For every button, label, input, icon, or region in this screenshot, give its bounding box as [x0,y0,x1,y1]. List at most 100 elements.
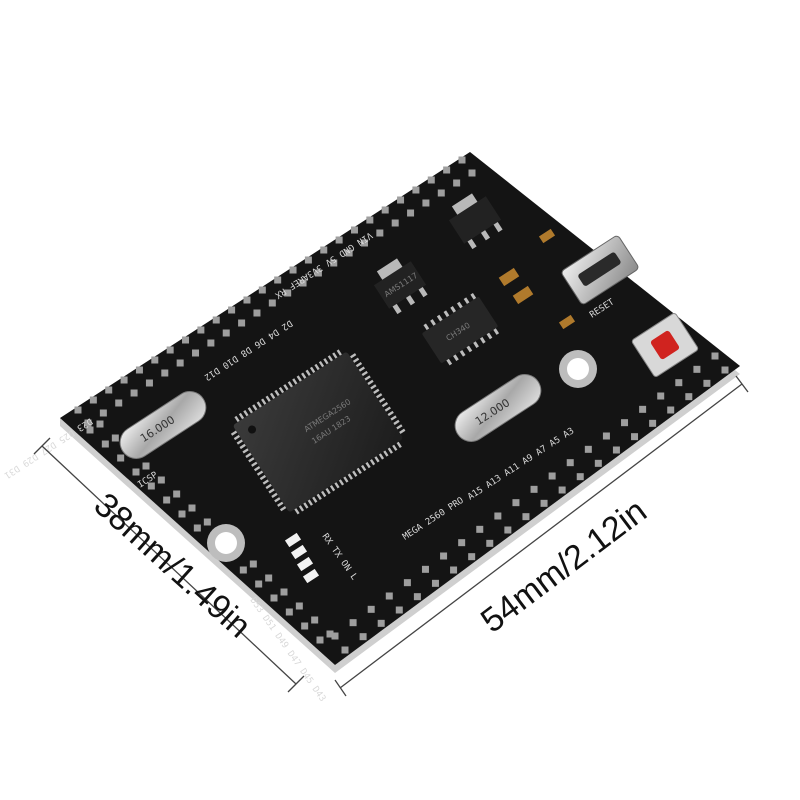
header-pad [320,246,328,254]
header-pad [316,636,324,644]
usb-serial-chip: CH340 [422,292,500,366]
mcu-pin [265,395,271,402]
header-pad [147,482,155,490]
mcu-pin [262,479,269,485]
header-pad [117,454,125,462]
header-pad [657,392,665,400]
mcu-pin [274,497,281,503]
header-pad [540,499,548,507]
header-pad [703,379,711,387]
usb-chip-pin [453,354,459,362]
microcontroller-chip: ATMEGA2560 16AU 1823 [230,349,406,515]
mcu-pin [356,467,362,474]
header-pad [367,605,375,613]
mcu-pin [399,428,406,434]
height-dimension [33,437,305,693]
header-pad [403,579,411,587]
mcu-pin [279,506,287,512]
header-pad [685,393,693,401]
mcu-pin [365,461,371,469]
header-pad [345,249,353,257]
mcu-pin [352,470,358,477]
usb-chip-pin [479,336,486,344]
usb-chip-pin [450,306,457,313]
mcu-pin [298,505,305,512]
header-pad [458,539,466,547]
mcu-pin [349,353,357,359]
header-pad [548,472,556,480]
usb-chip-pin [473,341,479,348]
header-pad [413,593,421,601]
header-pad [431,579,439,587]
header-pad [212,316,220,324]
header-pad [621,419,629,427]
mcu-pin [334,482,340,489]
header-pad [421,565,429,573]
header-pad [350,226,358,234]
mcu-pin [294,508,300,515]
header-pad [468,169,476,177]
header-pad [349,619,357,627]
header-pad [304,256,312,264]
header-pad [84,419,92,427]
mcu-pin [332,352,338,359]
mcu-pin [323,358,329,365]
mcu-pin [251,461,258,467]
header-pad [101,440,109,448]
mcu-pin [312,496,318,503]
header-pad [243,296,251,304]
header-pad [443,166,451,174]
mcu-pin [378,397,386,403]
mcu-pin [303,502,309,509]
header-pad [280,588,288,596]
mcu-pin [261,398,267,405]
mcu-pin [314,363,320,371]
header-pad [182,336,190,344]
mcu-pin [265,483,272,490]
header-pad [381,206,389,214]
mcu-pin [396,441,402,449]
mcu-pin [259,474,267,481]
mcu-pin [336,349,342,356]
header-pad [166,346,174,354]
header-pad [268,299,276,307]
header-pad [74,406,82,414]
header-pad [253,309,261,317]
mcu-pin [233,434,241,441]
header-pad [407,209,415,217]
mcu-pin [283,384,289,391]
header-pad [427,176,435,184]
header-pad [667,406,675,414]
header-pad [330,259,338,267]
header-pad [397,196,405,204]
mcu-pin [387,410,394,417]
reset-button [631,313,699,377]
mcu-pin [301,372,307,379]
mounting-hole-right [559,350,597,388]
header-pad [299,279,307,287]
header-pad [494,512,502,520]
mcu-pin [256,401,262,408]
mcu-pin [381,402,389,408]
header-pad [301,622,309,630]
mcu-pin [338,479,345,486]
mcu-pin [390,415,397,421]
header-pad [326,630,334,638]
header-pad [255,580,263,588]
crystal-oscillator-left: 16.000 [119,391,207,459]
header-pad [203,518,211,526]
header-pad [135,366,143,374]
usb-chip-pin [436,314,443,322]
header-pad [130,389,138,397]
header-pad [163,496,171,504]
mcu-pin [343,476,349,483]
header-pad [188,504,196,512]
micro-usb-port [561,235,639,305]
header-pad [639,405,647,413]
mcu-pin [256,470,264,476]
header-pad [222,329,230,337]
mcu-pin [325,487,331,495]
header-pad [207,339,215,347]
header-pad [391,219,399,227]
